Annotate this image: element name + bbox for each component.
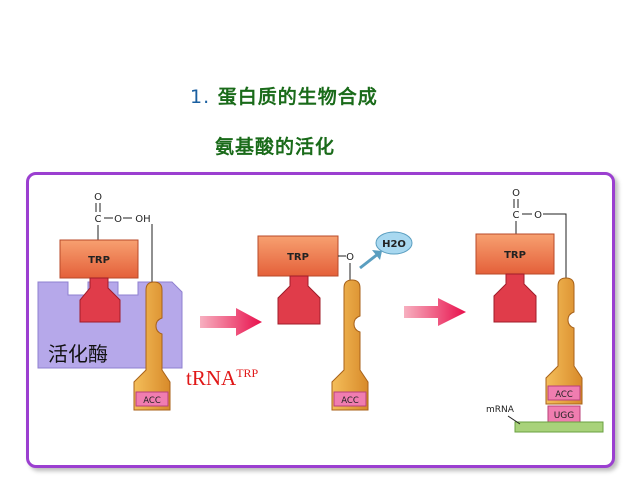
subtitle: 氨基酸的活化 bbox=[215, 136, 336, 158]
trp-label-2: TRP bbox=[287, 252, 309, 263]
oh-group: OH bbox=[135, 214, 150, 225]
water-arrow-head bbox=[372, 250, 382, 260]
water-arrow bbox=[359, 252, 379, 270]
trp-label-1: TRP bbox=[88, 255, 110, 266]
trna-label-sup: TRP bbox=[236, 366, 259, 380]
mrna-label: mRNA bbox=[486, 405, 515, 415]
title-number: 1. bbox=[190, 86, 211, 108]
bond-o-2: O bbox=[346, 252, 354, 263]
title-text: 蛋白质的生物合成 bbox=[217, 86, 378, 108]
codon-label: UGG bbox=[554, 411, 575, 421]
bond-o-1: O bbox=[114, 214, 122, 225]
trp-label-3: TRP bbox=[504, 250, 526, 261]
trna-body-1 bbox=[133, 281, 171, 411]
enzyme-label: 活化酶 bbox=[48, 342, 108, 366]
trna-body-3 bbox=[545, 277, 583, 405]
stage-2-group: TRP O H2O ACC bbox=[257, 231, 413, 411]
carbonyl-o-3: O bbox=[512, 188, 520, 199]
anticodon-box-1 bbox=[135, 391, 169, 407]
trna-label: tRNATRP bbox=[186, 366, 258, 391]
mrna-strand bbox=[514, 421, 604, 433]
carbonyl-o-1: O bbox=[94, 192, 102, 203]
arrow-1 bbox=[200, 308, 262, 336]
anticodon-box-3 bbox=[547, 385, 581, 401]
ester-bond-3 bbox=[543, 213, 567, 278]
anticodon-box-2 bbox=[333, 391, 367, 407]
carboxyl-c-3: C bbox=[513, 210, 520, 221]
trp-block-3 bbox=[475, 233, 555, 275]
pentagon-1 bbox=[79, 277, 121, 323]
stage-3-group: O C O TRP ACC UGG mRNA bbox=[475, 188, 604, 433]
pentagon-3 bbox=[493, 273, 537, 323]
anticodon-label-3: ACC bbox=[555, 390, 573, 400]
carboxyl-c-1: C bbox=[95, 214, 102, 225]
anticodon-label-1: ACC bbox=[143, 396, 161, 406]
mrna-pointer bbox=[507, 415, 521, 425]
water-label: H2O bbox=[382, 239, 406, 250]
arrow-2 bbox=[404, 298, 466, 326]
pentagon-2 bbox=[277, 275, 321, 325]
trna-body-2 bbox=[331, 279, 369, 411]
water-bubble bbox=[375, 231, 413, 255]
bond-o-3: O bbox=[534, 210, 542, 221]
trna-label-text: tRNA bbox=[186, 366, 237, 390]
trp-block-1 bbox=[59, 239, 139, 279]
page-title: 1. 蛋白质的生物合成 bbox=[190, 82, 378, 109]
anticodon-label-2: ACC bbox=[341, 396, 359, 406]
stage-1-group: O C O OH TRP ACC bbox=[37, 192, 183, 411]
